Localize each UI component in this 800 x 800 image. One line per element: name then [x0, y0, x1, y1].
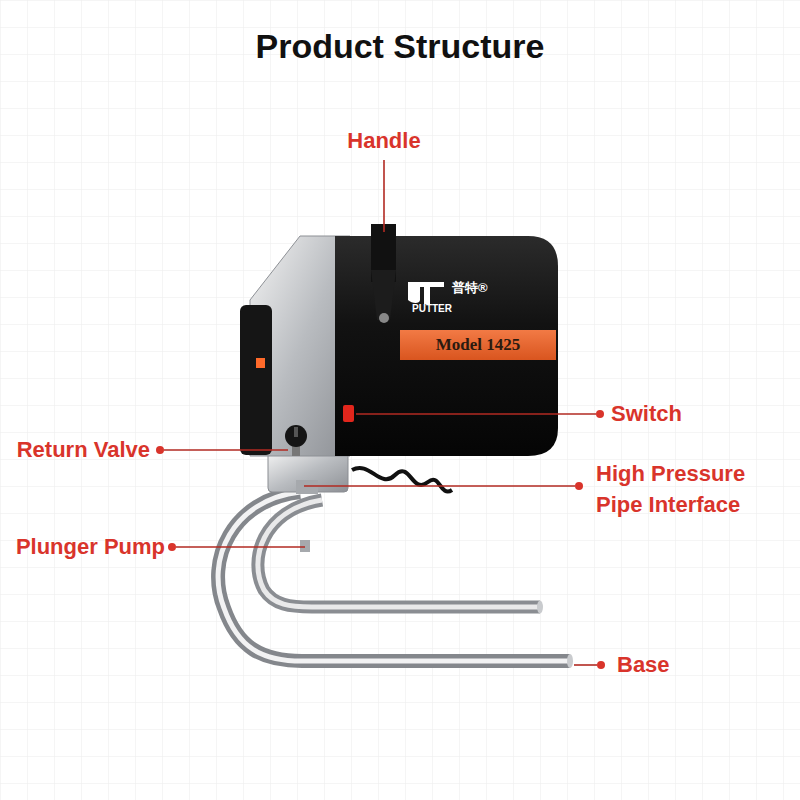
base-tube-front-shine — [218, 492, 570, 661]
leader-line — [164, 449, 288, 451]
brand-logo — [408, 282, 444, 304]
tube-end — [567, 654, 573, 668]
leader-dot — [575, 482, 583, 490]
pump-bolt — [300, 540, 310, 552]
brand-text: PUTTER — [412, 302, 452, 315]
title: Product Structure — [255, 26, 544, 66]
part-label: Switch — [611, 401, 682, 427]
leader-dot — [156, 446, 164, 454]
leader-line — [176, 546, 305, 548]
leader-line — [383, 160, 385, 232]
handle-arm — [371, 270, 396, 320]
model-text: Model 1425 — [436, 335, 521, 355]
part-label: Handle — [347, 128, 420, 154]
model-band: Model 1425 — [400, 330, 556, 360]
base-tube-front — [218, 492, 570, 661]
base-tube-back-shine — [258, 500, 540, 607]
motor-housing — [335, 236, 558, 456]
part-label: High Pressure Pipe Interface — [596, 458, 772, 520]
leader-line — [304, 485, 575, 487]
tube-end — [537, 601, 543, 614]
leader-line — [356, 413, 596, 415]
part-label: Base — [617, 652, 670, 678]
knob-mark — [294, 427, 298, 437]
leader-dot — [597, 661, 605, 669]
return-valve-knob — [285, 425, 307, 447]
part-label: Plunger Pump — [16, 534, 165, 560]
pipe-interface — [296, 480, 318, 494]
power-cord — [352, 468, 452, 492]
handle-pivot — [379, 313, 389, 323]
leader-lines — [164, 160, 597, 665]
leader-dot — [596, 410, 604, 418]
part-label: Return Valve — [17, 437, 150, 463]
front-cap — [240, 305, 272, 455]
leader-line — [574, 664, 597, 666]
brand-text: 普特® — [452, 280, 488, 296]
switch — [343, 405, 354, 422]
leader-dots — [156, 410, 605, 669]
leader-dot — [168, 543, 176, 551]
indicator — [256, 358, 265, 368]
base-tube-back — [258, 500, 540, 607]
